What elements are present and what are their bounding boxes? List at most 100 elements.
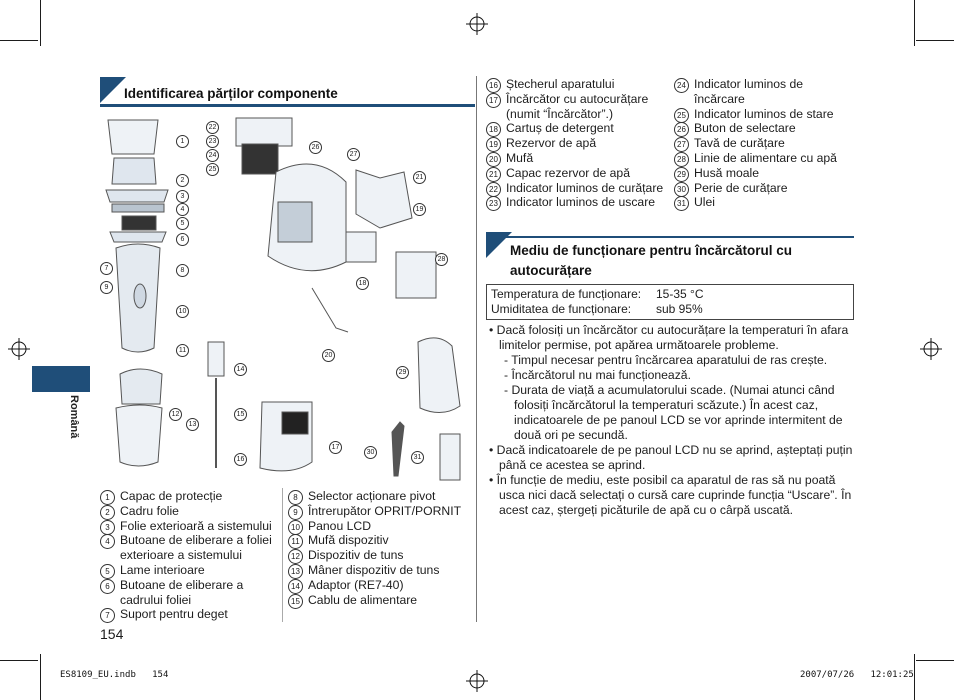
heading-bar <box>100 104 475 107</box>
diagram-callout: 24 <box>206 149 219 162</box>
crop-mark <box>914 0 915 46</box>
diagram-callout: 3 <box>176 190 189 203</box>
list-item: - Timpul necesar pentru încărcarea apara… <box>486 353 856 368</box>
section-heading: Mediu de funcționare pentru încărcătorul… <box>486 232 854 278</box>
diagram-callout: 28 <box>435 253 448 266</box>
language-label: Română <box>68 395 80 438</box>
list-item: - Încărcătorul nu mai funcționează. <box>486 368 856 383</box>
diagram-callout: 26 <box>309 141 322 154</box>
section-title: Identificarea părților componente <box>124 86 338 101</box>
crop-mark <box>0 660 38 661</box>
diagram-callout: 18 <box>356 277 369 290</box>
crop-mark <box>916 660 954 661</box>
diagram-callout: 13 <box>186 418 199 431</box>
section-title: Mediu de funcționare pentru încărcătorul… <box>510 241 840 281</box>
diagram-callout: 25 <box>206 163 219 176</box>
list-item: • În funcție de mediu, este posibil ca a… <box>486 473 856 518</box>
table-cell: 15-35 °C <box>656 287 704 302</box>
diagram-callout: 27 <box>347 148 360 161</box>
footer-file: ES8109_EU.indb 154 <box>60 670 168 680</box>
table-cell: sub 95% <box>656 302 703 317</box>
parts-diagram <box>96 112 476 484</box>
environment-table: Temperatura de funcționare: 15-35 °C Umi… <box>486 284 854 320</box>
diagram-callout: 10 <box>176 305 189 318</box>
column-divider <box>476 76 477 622</box>
crop-mark <box>916 40 954 41</box>
diagram-callout: 11 <box>176 344 189 357</box>
table-cell: Temperatura de funcționare: <box>491 287 641 302</box>
diagram-callout: 14 <box>234 363 247 376</box>
crop-mark <box>40 0 41 46</box>
diagram-callout: 23 <box>206 135 219 148</box>
diagram-callout: 30 <box>364 446 377 459</box>
diagram-callout: 8 <box>176 264 189 277</box>
diagram-callout: 5 <box>176 217 189 230</box>
footer-date: 2007/07/26 12:01:25 <box>800 670 914 680</box>
registration-mark-icon <box>920 338 942 360</box>
diagram-callout: 7 <box>100 262 113 275</box>
crop-mark <box>0 40 38 41</box>
diagram-callout: 12 <box>169 408 182 421</box>
notes-list: • Dacă folosiți un încărcător cu autocur… <box>486 323 856 518</box>
diagram-callout: 31 <box>411 451 424 464</box>
diagram-callout: 15 <box>234 408 247 421</box>
section-heading: Identificarea părților componente <box>100 77 475 107</box>
list-item: - Durata de viață a acumulatorului scade… <box>486 383 856 443</box>
diagram-callout: 17 <box>329 441 342 454</box>
diagram-callout: 16 <box>234 453 247 466</box>
diagram-callout: 29 <box>396 366 409 379</box>
crop-mark <box>40 654 41 700</box>
table-cell: Umiditatea de funcționare: <box>491 302 631 317</box>
diagram-callout: 20 <box>322 349 335 362</box>
diagram-callout: 22 <box>206 121 219 134</box>
language-tab <box>32 366 90 392</box>
heading-triangle-icon <box>100 77 126 103</box>
diagram-callout: 6 <box>176 233 189 246</box>
diagram-callout: 9 <box>100 281 113 294</box>
column-divider <box>282 488 283 622</box>
diagram-callout: 1 <box>176 135 189 148</box>
diagram-callout: 21 <box>413 171 426 184</box>
list-item: • Dacă folosiți un încărcător cu autocur… <box>486 323 856 353</box>
diagram-callout: 19 <box>413 203 426 216</box>
heading-bar <box>486 236 854 238</box>
registration-mark-icon <box>466 13 488 35</box>
diagram-callout: 4 <box>176 203 189 216</box>
page-number: 154 <box>100 626 123 642</box>
diagram-callout: 2 <box>176 174 189 187</box>
registration-mark-icon <box>8 338 30 360</box>
